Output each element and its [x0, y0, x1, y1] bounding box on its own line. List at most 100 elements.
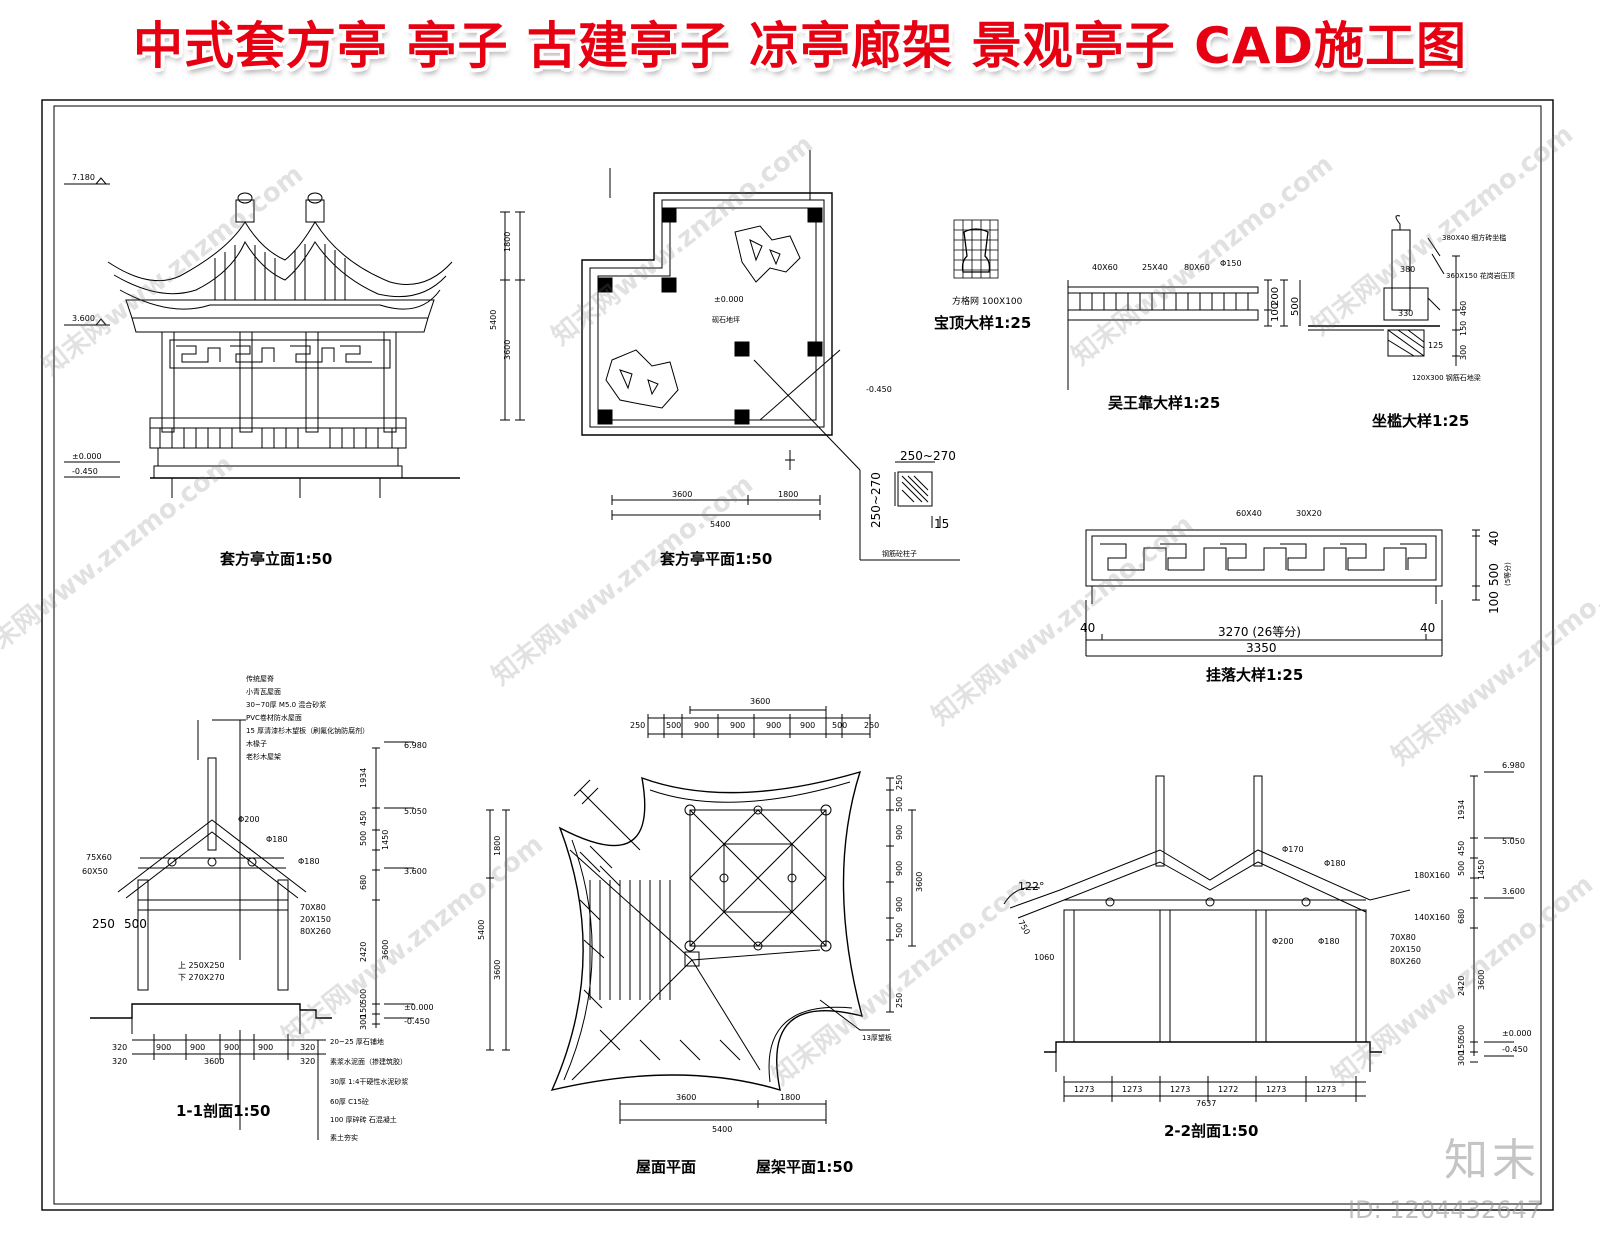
- wuwang-dim-3: 80X60: [1184, 263, 1210, 272]
- roof-title-right: 屋架平面1:50: [756, 1158, 853, 1176]
- s11-member-6: 70X80: [300, 903, 326, 912]
- roof-right-dim-1: 250: [895, 775, 904, 790]
- finial-title: 宝顶大样1:25: [934, 314, 1031, 332]
- s11-member-3: Φ180: [298, 857, 320, 866]
- s22-level-3: 3.600: [1502, 887, 1525, 896]
- s11-level-3: 3.600: [404, 867, 427, 876]
- s11-member-8: 80X260: [300, 927, 331, 936]
- roof-right-dim-8: 3600: [915, 872, 924, 892]
- s11-member-1: Φ200: [238, 815, 260, 824]
- s11-vdim-9: 150: [359, 1003, 368, 1018]
- s11-vdim-3: 500: [359, 831, 368, 846]
- s11-hdim-6: 320: [300, 1043, 315, 1052]
- s11-layer-1: 传统屋脊: [246, 674, 274, 683]
- s22-member-8: 20X150: [1390, 945, 1421, 954]
- roof-right-dim-5: 900: [895, 897, 904, 912]
- section-2-2-drawing: [1003, 771, 1514, 1102]
- s11-base-5: 100 厚碎砖 石混凝土: [330, 1115, 397, 1124]
- roof-left-dim-1: 1800: [493, 836, 502, 856]
- s11-layer-6: 木椽子: [246, 739, 267, 748]
- s11-member-11: 上 250X250: [178, 961, 225, 970]
- roof-top-dim-9: 250: [864, 721, 879, 730]
- s11-layer-4: PVC卷材防水屋面: [246, 713, 302, 722]
- s11-hdim-8: 3600: [204, 1057, 224, 1066]
- sill-dim-5: 460: [1459, 301, 1468, 316]
- s11-member-10: 500: [124, 917, 147, 931]
- s22-hdim-7: 7637: [1196, 1099, 1216, 1108]
- roof-plan-drawing: [486, 706, 916, 1124]
- s11-member-5: 60X50: [82, 867, 108, 876]
- s22-member-9: 80X260: [1390, 957, 1421, 966]
- s11-base-2: 素浆水泥面（掺建筑胶）: [330, 1057, 407, 1066]
- s22-member-4: Φ180: [1318, 937, 1340, 946]
- s11-vdim-4: 680: [359, 875, 368, 890]
- plan-drawing: [500, 150, 960, 561]
- plan-column-dim-3: 15: [934, 517, 949, 531]
- hanging-dim-7: 500: [1487, 563, 1501, 586]
- wuwang-dim-6: 100: [1270, 303, 1281, 322]
- sill-title: 坐槛大样1:25: [1372, 412, 1469, 430]
- roof-top-dim-8: 500: [832, 721, 847, 730]
- plan-column-note: 钢筋砼柱子: [882, 549, 917, 558]
- roof-right-dim-3: 900: [895, 825, 904, 840]
- s22-vdim-7: 2420: [1457, 976, 1466, 996]
- s22-member-12: 1060: [1034, 953, 1054, 962]
- s11-vdim-2: 450: [359, 811, 368, 826]
- s22-member-11: 750: [1016, 919, 1031, 937]
- sill-dim-8: 125: [1428, 341, 1443, 350]
- s22-member-2: Φ180: [1324, 859, 1346, 868]
- wuwang-dim-7: 500: [1290, 297, 1301, 316]
- roof-top-dim-3: 500: [666, 721, 681, 730]
- s22-vdim-1: 1934: [1457, 800, 1466, 820]
- s11-base-4: 60厚 C15砼: [330, 1097, 369, 1106]
- s11-vdim-6: 3600: [381, 940, 390, 960]
- s22-member-5: 180X160: [1414, 871, 1450, 880]
- s22-vdim-6: 3600: [1477, 970, 1486, 990]
- s11-hdim-1: 320: [112, 1043, 127, 1052]
- s11-base-3: 30厚 1:4干硬性水泥砂浆: [330, 1077, 408, 1086]
- s22-vdim-10: 300: [1457, 1051, 1466, 1066]
- s11-level-4: ±0.000: [404, 1003, 434, 1012]
- s11-member-2: Φ180: [266, 835, 288, 844]
- s11-layer-2: 小青瓦屋面: [246, 687, 281, 696]
- s22-vdim-9: 150: [1457, 1039, 1466, 1054]
- hanging-dim-8: 40: [1487, 531, 1501, 546]
- s22-level-5: -0.450: [1502, 1045, 1528, 1054]
- elevation-level-1: 7.180: [72, 173, 95, 182]
- sill-dim-6: 150: [1459, 321, 1468, 336]
- sill-dim-9: 120X300 钢筋石地梁: [1412, 373, 1481, 382]
- wuwang-dim-5: 200: [1270, 287, 1281, 306]
- plan-floor-note: 砚石地坪: [712, 315, 740, 324]
- s11-hdim-3: 900: [190, 1043, 205, 1052]
- roof-right-dim-7: 250: [895, 993, 904, 1008]
- s11-member-9: 250: [92, 917, 115, 931]
- seat-sill-drawing: [1308, 215, 1460, 366]
- s11-title: 1-1剖面1:50: [176, 1102, 270, 1120]
- hanging-dim-5: 40: [1420, 621, 1435, 635]
- s11-level-5: -0.450: [404, 1017, 430, 1026]
- hanging-dim-10: 100: [1487, 591, 1501, 614]
- sill-dim-3: 360X150 花岗岩压顶: [1446, 271, 1515, 280]
- hanging-drawing: [1085, 529, 1480, 657]
- s22-hdim-4: 1272: [1218, 1085, 1238, 1094]
- hanging-dim-6: 3350: [1246, 641, 1277, 655]
- plan-dim-5400: 5400: [489, 310, 498, 330]
- s11-hdim-7: 320: [112, 1057, 127, 1066]
- roof-bottom-dim-3: 5400: [712, 1125, 732, 1134]
- s22-vdim-5: 1450: [1477, 860, 1486, 880]
- elevation-level-4: -0.450: [72, 467, 98, 476]
- s11-hdim-9: 320: [300, 1057, 315, 1066]
- s11-member-7: 20X150: [300, 915, 331, 924]
- wuwang-title: 吴王靠大样1:25: [1108, 394, 1220, 412]
- finial-drawing: [953, 219, 999, 279]
- elevation-title: 套方亭立面1:50: [219, 550, 332, 568]
- plan-dim-h-5400: 5400: [710, 520, 730, 529]
- s22-hdim-5: 1273: [1266, 1085, 1286, 1094]
- s22-hdim-6: 1273: [1316, 1085, 1336, 1094]
- s11-level-1: 6.980: [404, 741, 427, 750]
- roof-right-dim-2: 500: [895, 797, 904, 812]
- s22-level-2: 5.050: [1502, 837, 1525, 846]
- roof-top-dim-7: 900: [800, 721, 815, 730]
- s11-layer-3: 30~70厚 M5.0 混合砂浆: [246, 700, 326, 709]
